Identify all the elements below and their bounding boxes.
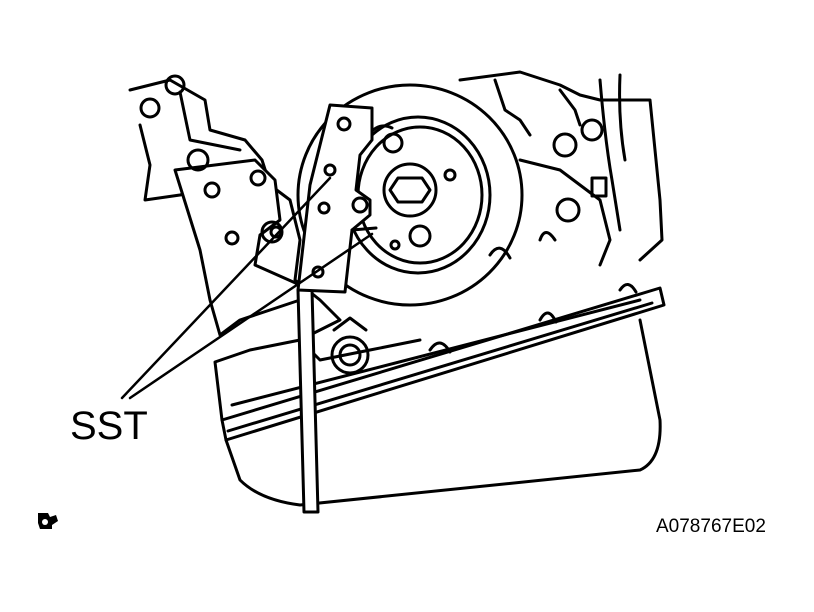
- special-service-tool: [296, 103, 378, 514]
- engine-bolts: [330, 118, 638, 375]
- figure-id: A078767E02: [656, 516, 766, 537]
- tool-symbol-icon: [38, 513, 58, 529]
- sst-callout-label: SST: [70, 404, 148, 448]
- oil-pan: [220, 286, 666, 507]
- mounting-bracket: [139, 74, 302, 337]
- sst-leader-lines: [120, 176, 374, 400]
- engine-block: [128, 70, 664, 422]
